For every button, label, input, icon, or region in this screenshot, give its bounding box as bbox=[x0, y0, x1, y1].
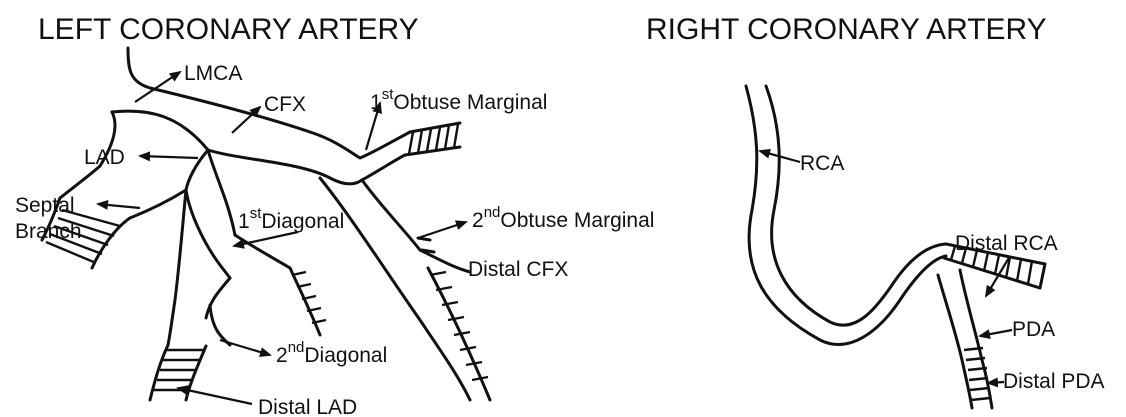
label-diag2-text: Diagonal bbox=[304, 344, 387, 367]
label-pda: PDA bbox=[1012, 318, 1055, 341]
left-coronary-title: LEFT CORONARY ARTERY bbox=[38, 13, 419, 46]
label-diag1-ord: st bbox=[250, 205, 263, 222]
label-lmca: LMCA bbox=[184, 62, 242, 85]
label-rca: RCA bbox=[800, 152, 844, 175]
label-om1-text: Obtuse Marginal bbox=[393, 91, 547, 114]
label-diag2: 2ndDiagonal bbox=[276, 339, 387, 367]
label-om2-ord: nd bbox=[484, 204, 501, 221]
label-om2-text: Obtuse Marginal bbox=[500, 209, 654, 232]
label-lad: LAD bbox=[84, 146, 125, 169]
label-om2-num: 2 bbox=[472, 209, 484, 232]
label-om1-num: 1 bbox=[370, 91, 382, 114]
label-diag2-ord: nd bbox=[288, 339, 305, 356]
label-diag2-num: 2 bbox=[276, 344, 288, 367]
label-om2: 2ndObtuse Marginal bbox=[472, 204, 654, 232]
label-om1-ord: st bbox=[382, 86, 395, 103]
label-diag1: 1stDiagonal bbox=[238, 205, 344, 233]
label-distal-cfx: Distal CFX bbox=[468, 258, 568, 281]
label-distal-pda: Distal PDA bbox=[1003, 370, 1105, 393]
label-septal-line1: Septal bbox=[15, 194, 75, 217]
label-diag1-text: Diagonal bbox=[261, 210, 344, 233]
label-distal-lad: Distal LAD bbox=[258, 396, 357, 417]
label-cfx: CFX bbox=[264, 93, 306, 116]
label-diag1-num: 1 bbox=[238, 210, 250, 233]
label-om1: 1stObtuse Marginal bbox=[370, 86, 547, 114]
label-septal-line2: Branch bbox=[15, 220, 82, 243]
right-coronary-title: RIGHT CORONARY ARTERY bbox=[646, 13, 1047, 46]
label-distal-rca: Distal RCA bbox=[955, 232, 1058, 255]
